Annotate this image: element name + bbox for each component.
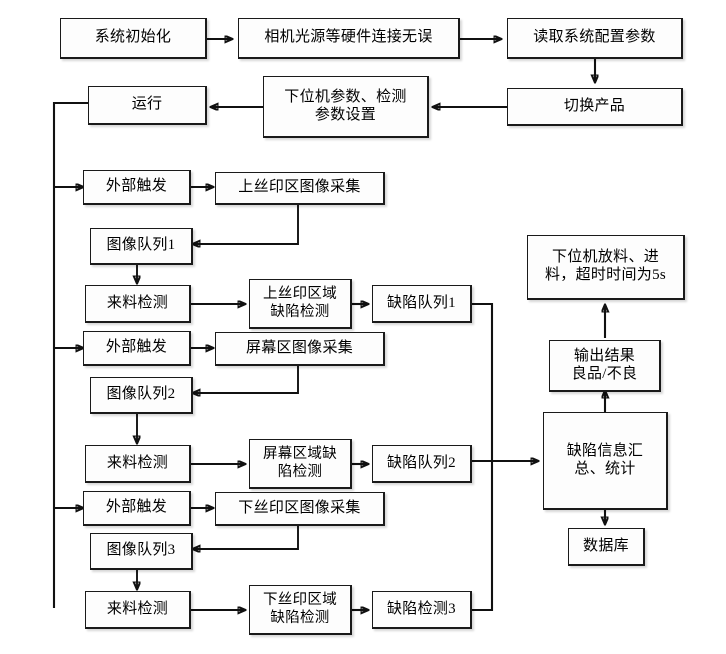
node-image-queue-1[interactable]: 图像队列1	[90, 228, 193, 265]
node-label: 系统初始化	[94, 29, 172, 46]
node-ext-trigger-2[interactable]: 外部触发	[83, 331, 191, 366]
node-incoming-check-1[interactable]: 来料检测	[85, 285, 191, 323]
node-label: 缺陷检测3	[386, 600, 456, 617]
node-defect-queue-2[interactable]: 缺陷队列2	[372, 445, 472, 483]
node-unload-load[interactable]: 下位机放料、进 料，超时时间为5s	[527, 235, 685, 300]
wire-capture3-to-queue3	[193, 526, 299, 549]
node-defect-detect-top[interactable]: 上丝印区域 缺陷检测	[249, 279, 352, 329]
node-incoming-check-3[interactable]: 来料检测	[85, 591, 191, 629]
node-label: 来料检测	[106, 454, 169, 471]
node-label: 上丝印区图像采集	[238, 179, 361, 196]
node-label: 数据库	[583, 537, 629, 554]
node-ext-trigger-1[interactable]: 外部触发	[83, 170, 191, 205]
node-label: 相机光源等硬件连接无误	[264, 29, 433, 46]
node-capture-bottom-print[interactable]: 下丝印区图像采集	[215, 492, 385, 526]
node-label: 下丝印区图像采集	[238, 499, 361, 516]
node-label: 图像队列1	[106, 237, 176, 254]
node-hardware-check[interactable]: 相机光源等硬件连接无误	[238, 18, 460, 59]
node-label: 屏幕区图像采集	[245, 339, 354, 356]
node-run[interactable]: 运行	[88, 86, 207, 125]
node-defect-detect-screen[interactable]: 屏幕区域缺 陷检测	[249, 439, 352, 489]
node-label: 上丝印区域 缺陷检测	[263, 286, 337, 320]
node-label: 外部触发	[105, 339, 168, 356]
node-read-config[interactable]: 读取系统配置参数	[507, 18, 683, 59]
node-switch-product[interactable]: 切换产品	[507, 88, 683, 126]
node-database[interactable]: 数据库	[568, 528, 645, 566]
node-label: 外部触发	[105, 499, 168, 516]
node-system-init[interactable]: 系统初始化	[60, 18, 207, 59]
node-label: 切换产品	[563, 97, 626, 114]
node-defect-queue-1[interactable]: 缺陷队列1	[372, 285, 472, 323]
node-defect-summary[interactable]: 缺陷信息汇 总、统计	[543, 412, 668, 510]
node-label: 读取系统配置参数	[533, 29, 656, 46]
node-defect-queue-3[interactable]: 缺陷检测3	[372, 591, 472, 629]
node-param-setup[interactable]: 下位机参数、检测 参数设置	[263, 76, 429, 138]
node-capture-screen[interactable]: 屏幕区图像采集	[215, 332, 385, 366]
node-label: 外部触发	[105, 178, 168, 195]
node-label: 运行	[131, 96, 163, 113]
node-label: 缺陷队列1	[386, 294, 456, 311]
node-label: 下位机参数、检测 参数设置	[284, 88, 407, 123]
node-label: 屏幕区域缺 陷检测	[263, 446, 337, 480]
node-label: 缺陷信息汇 总、统计	[566, 442, 644, 477]
node-label: 来料检测	[106, 294, 169, 311]
wire-run-to-spine	[52, 101, 88, 608]
node-label: 输出结果 良品/不良	[571, 347, 638, 382]
wire-capture1-to-queue1	[193, 205, 299, 244]
node-capture-top-print[interactable]: 上丝印区图像采集	[215, 172, 385, 205]
node-label: 来料检测	[106, 600, 169, 617]
wire-dqueue1-to-bus	[472, 302, 494, 461]
node-incoming-check-2[interactable]: 来料检测	[85, 445, 191, 483]
wire-capture2-to-queue2	[193, 366, 299, 393]
node-label: 图像队列3	[106, 542, 176, 559]
node-label: 图像队列2	[106, 386, 176, 403]
node-ext-trigger-3[interactable]: 外部触发	[83, 491, 191, 526]
wire-dqueue3-to-bus	[472, 461, 494, 612]
node-label: 下丝印区域 缺陷检测	[263, 592, 337, 626]
node-label: 缺陷队列2	[386, 454, 456, 471]
node-defect-detect-bottom[interactable]: 下丝印区域 缺陷检测	[249, 585, 352, 635]
node-image-queue-3[interactable]: 图像队列3	[90, 533, 193, 570]
node-label: 下位机放料、进 料，超时时间为5s	[544, 249, 667, 283]
node-output-result[interactable]: 输出结果 良品/不良	[549, 340, 661, 392]
node-image-queue-2[interactable]: 图像队列2	[90, 377, 193, 414]
